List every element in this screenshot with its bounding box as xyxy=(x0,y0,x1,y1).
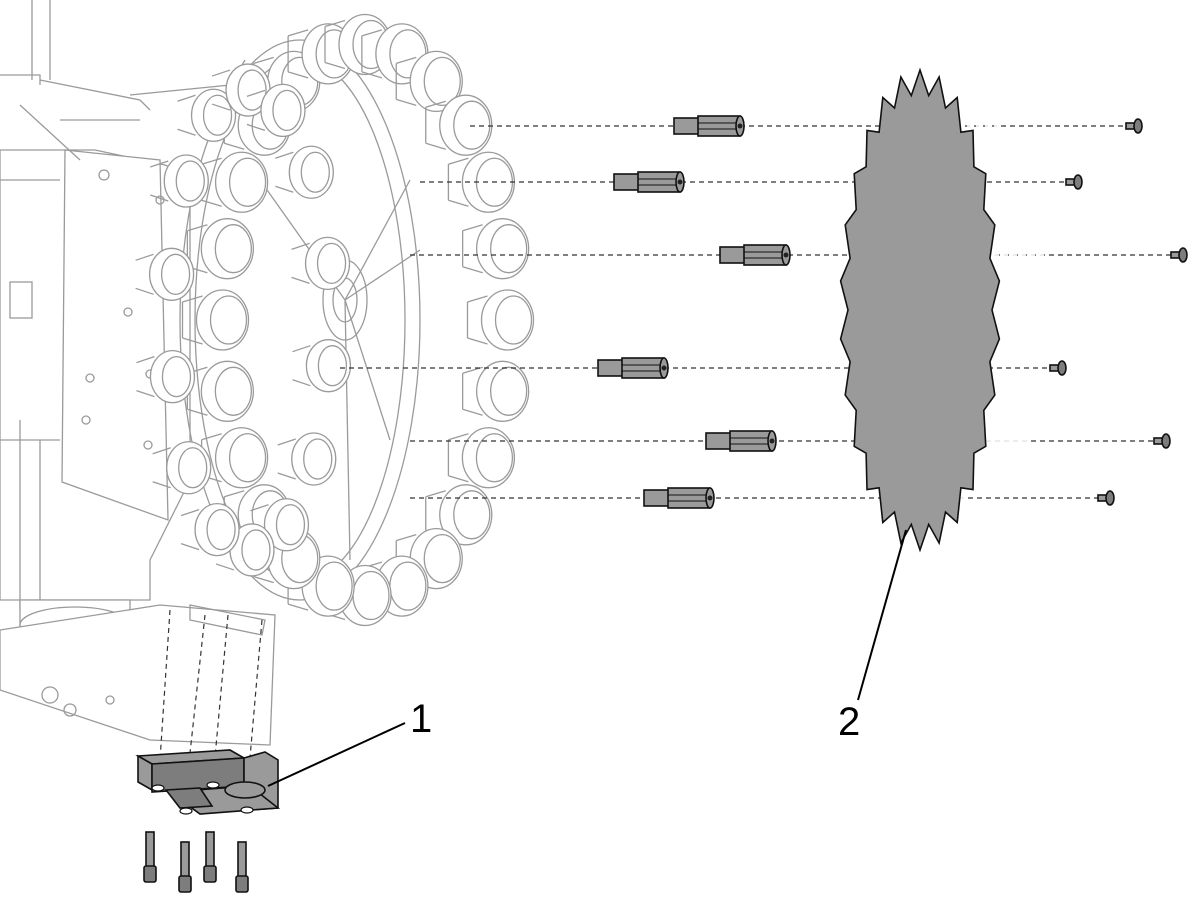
tool-pocket xyxy=(291,236,351,291)
callout-2-leader xyxy=(857,529,907,701)
callout-1-leader xyxy=(267,722,406,787)
tool-pocket xyxy=(292,339,352,393)
tool-pocket xyxy=(395,50,463,113)
tool-pocket xyxy=(211,63,271,117)
standoff xyxy=(597,357,669,379)
bracket-bolt xyxy=(235,841,249,893)
tool-pocket xyxy=(200,151,269,213)
plate-screws xyxy=(1049,118,1188,506)
tool-pocket xyxy=(136,349,196,404)
standoff xyxy=(673,115,745,137)
standoff xyxy=(643,487,715,509)
tool-pocket xyxy=(461,360,530,422)
tool-pocket xyxy=(246,83,306,138)
tool-pocket xyxy=(200,427,269,489)
tool-pocket xyxy=(277,432,337,486)
plate-screw xyxy=(1049,360,1067,376)
tool-pocket xyxy=(447,151,516,213)
tool-pocket xyxy=(275,145,334,199)
tool-pocket xyxy=(425,94,493,156)
tool-changer-housing xyxy=(0,0,421,746)
tool-pocket xyxy=(152,441,212,495)
standoff xyxy=(613,171,685,193)
tool-pocket xyxy=(466,289,535,351)
plate-screw xyxy=(1065,174,1083,190)
tool-pocket xyxy=(461,218,530,280)
tool-pocket xyxy=(150,154,209,208)
plate-screw xyxy=(1170,247,1188,263)
plate-screw xyxy=(1153,433,1171,449)
tool-pocket xyxy=(447,427,516,489)
standoffs xyxy=(597,115,791,509)
tool-pocket xyxy=(180,502,240,557)
bracket-bolt xyxy=(203,831,217,883)
standoff xyxy=(719,244,791,266)
bracket-bolts xyxy=(143,831,249,893)
tool-pocket xyxy=(177,88,237,142)
tool-pocket xyxy=(186,360,255,422)
bracket-block xyxy=(135,749,281,815)
tool-pocket xyxy=(135,247,195,301)
plate-screw xyxy=(1125,118,1143,134)
bracket-bolt xyxy=(178,841,192,893)
tool-pocket xyxy=(186,218,255,280)
standoff xyxy=(705,430,777,452)
tool-pockets xyxy=(135,13,535,627)
bracket-bolt xyxy=(143,831,157,883)
callout-1-label: 1 xyxy=(410,697,432,741)
plate-screw xyxy=(1097,490,1115,506)
cover-plate xyxy=(839,67,1001,553)
callout-2-label: 2 xyxy=(838,700,860,744)
tool-pocket xyxy=(425,484,493,546)
tool-pocket xyxy=(181,289,250,351)
